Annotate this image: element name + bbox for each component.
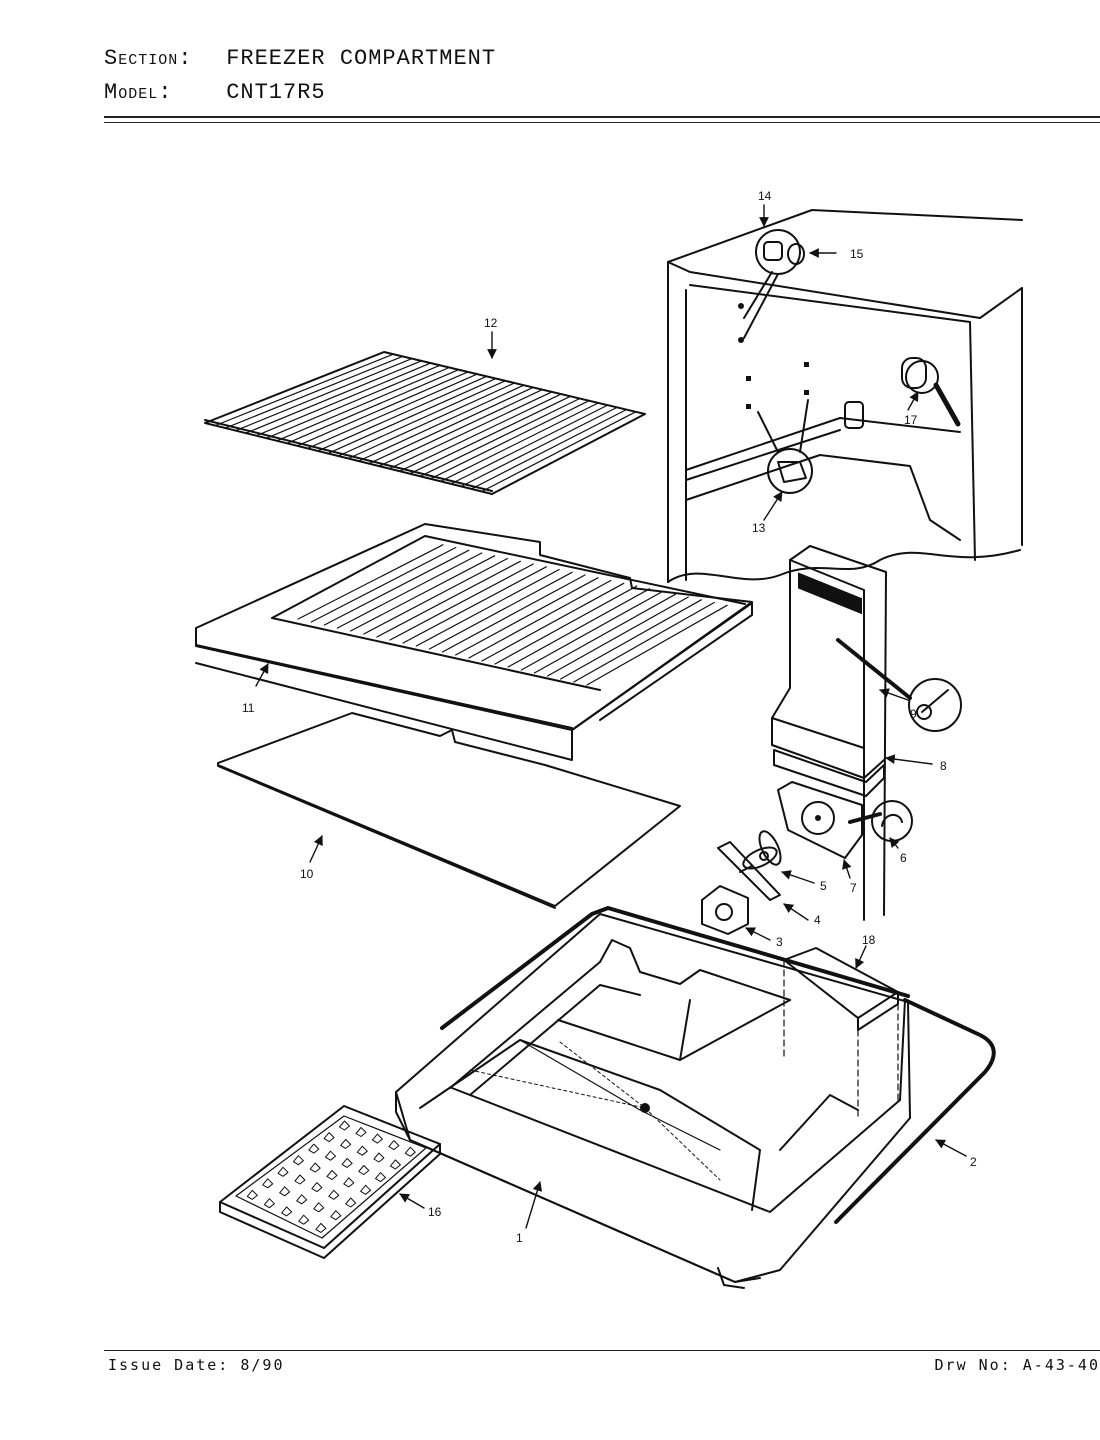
ice-tray-cell	[345, 1197, 357, 1208]
callout-11: 11	[242, 701, 255, 715]
header-rule-bottom	[104, 122, 1100, 123]
ice-tray-cell	[341, 1157, 353, 1168]
ice-tray-cell	[339, 1120, 350, 1131]
ice-tray-cell	[373, 1152, 385, 1163]
freezer-liner-1	[395, 913, 911, 1289]
issue-date: Issue Date: 8/90	[108, 1356, 285, 1374]
fastener-14-15	[743, 229, 805, 339]
callout-18: 18	[862, 933, 876, 947]
ice-tray-cell	[328, 1189, 340, 1200]
callout-leaders	[255, 204, 967, 1229]
ice-tray-cell	[355, 1127, 367, 1137]
ice-cube-tray-16	[219, 1105, 441, 1259]
ice-tray-cell	[298, 1214, 310, 1225]
ice-tray-cell	[313, 1202, 325, 1213]
ice-tray-cell	[360, 1184, 372, 1195]
ice-tray-cell	[404, 1146, 416, 1157]
freezer-cabinet	[667, 209, 1023, 583]
ice-tray-cell	[388, 1140, 400, 1151]
ice-tray-cell	[330, 1210, 342, 1221]
ice-tray-cell	[277, 1166, 289, 1177]
ice-tray-cell	[263, 1198, 275, 1209]
fan-motor-3	[701, 885, 749, 935]
glass-panel-10	[217, 712, 681, 909]
ice-tray-cell	[292, 1155, 304, 1166]
ice-tray-cell	[356, 1145, 368, 1156]
callout-14: 14	[758, 189, 772, 203]
bracket-13	[757, 399, 813, 494]
ice-tray-cell	[375, 1172, 386, 1183]
ice-tray-cell	[315, 1222, 327, 1233]
callout-10: 10	[300, 867, 314, 881]
ice-tray-cell	[262, 1178, 274, 1189]
callout-1: 1	[516, 1231, 523, 1245]
ice-tray-cell	[281, 1206, 293, 1217]
ice-tray-cell	[294, 1174, 306, 1185]
ice-tray-cell	[358, 1165, 370, 1175]
callout-labels: 14 15 12 17 13 11 9 8 10 6 7 5 4 3 18 2 …	[242, 189, 977, 1245]
callout-8: 8	[940, 759, 947, 773]
header-rule-top	[104, 116, 1100, 118]
section-heading: Section: FREEZER COMPARTMENT	[104, 46, 496, 71]
ice-tray-cell	[296, 1194, 308, 1205]
callout-6: 6	[900, 851, 907, 865]
door-gasket-2	[440, 906, 996, 1224]
ice-tray-cell	[325, 1150, 336, 1161]
callout-13: 13	[752, 521, 766, 535]
ice-tray-cell	[340, 1138, 352, 1149]
footer-rule	[104, 1350, 1100, 1351]
ice-tray-cell	[279, 1186, 291, 1197]
damper-9	[908, 678, 962, 732]
callout-5: 5	[820, 879, 827, 893]
shelf-pan-11	[195, 523, 753, 761]
callout-4: 4	[814, 913, 821, 927]
fastener-17	[905, 360, 961, 427]
model-value: CNT17R5	[226, 80, 326, 105]
ice-tray-cell	[343, 1177, 355, 1188]
fan-blade-5	[742, 830, 782, 870]
motor-bracket-4	[717, 841, 781, 901]
ice-tray-cell	[371, 1133, 383, 1144]
callout-15: 15	[850, 247, 864, 261]
section-value: FREEZER COMPARTMENT	[226, 46, 497, 71]
callout-12: 12	[484, 316, 498, 330]
ice-tray-cell	[308, 1143, 320, 1154]
callout-7: 7	[850, 881, 857, 895]
grommet-6	[871, 800, 913, 842]
ice-tray-cell	[309, 1162, 321, 1173]
callout-17: 17	[904, 413, 918, 427]
model-label: Model:	[104, 80, 173, 105]
callout-3: 3	[776, 935, 783, 949]
air-duct-8	[771, 545, 912, 921]
ice-tray-cell	[246, 1189, 258, 1200]
callout-2: 2	[970, 1155, 977, 1169]
ice-tray-cell	[311, 1182, 323, 1193]
callout-16: 16	[428, 1205, 442, 1219]
cover-18	[783, 947, 899, 1121]
drawing-number: Drw No: A-43-40	[934, 1356, 1100, 1374]
model-heading: Model: CNT17R5	[104, 80, 326, 105]
section-label: Section:	[104, 46, 193, 71]
wire-shelf-12	[204, 351, 646, 495]
ice-tray-cell	[389, 1159, 401, 1170]
ice-tray-cell	[326, 1170, 338, 1180]
ice-tray-cell	[323, 1132, 335, 1143]
callout-9: 9	[910, 707, 917, 721]
fan-bracket-7	[777, 781, 882, 859]
